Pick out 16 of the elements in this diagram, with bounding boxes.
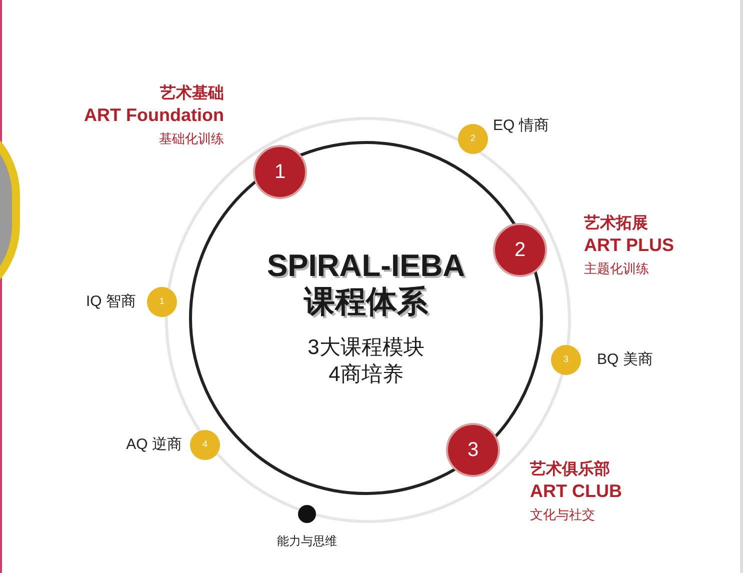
module-title: 艺术基础 xyxy=(160,84,224,104)
module-subtitle: ART PLUS xyxy=(584,234,674,256)
quotient-label: AQ 逆商 xyxy=(126,434,182,455)
module-subtitle: ART Foundation xyxy=(84,104,224,126)
center-subtitle: 3大课程模块 4商培养 xyxy=(306,335,426,388)
module-note: 文化与社交 xyxy=(530,506,595,523)
module-title: 艺术拓展 xyxy=(584,214,648,234)
quotient-label: BQ 美商 xyxy=(597,350,653,370)
module-note: 主题化训练 xyxy=(584,260,649,277)
module-note: 基础化训练 xyxy=(159,130,224,147)
center-title: SPIRAL-IEBA 课程体系 xyxy=(266,248,466,320)
caption-label: 能力与思维 xyxy=(277,533,337,550)
quotient-label: EQ 情商 xyxy=(493,116,549,136)
module-title: 艺术俱乐部 xyxy=(530,460,610,480)
quotient-label: IQ 智商 xyxy=(86,292,136,312)
module-subtitle: ART CLUB xyxy=(530,480,622,502)
